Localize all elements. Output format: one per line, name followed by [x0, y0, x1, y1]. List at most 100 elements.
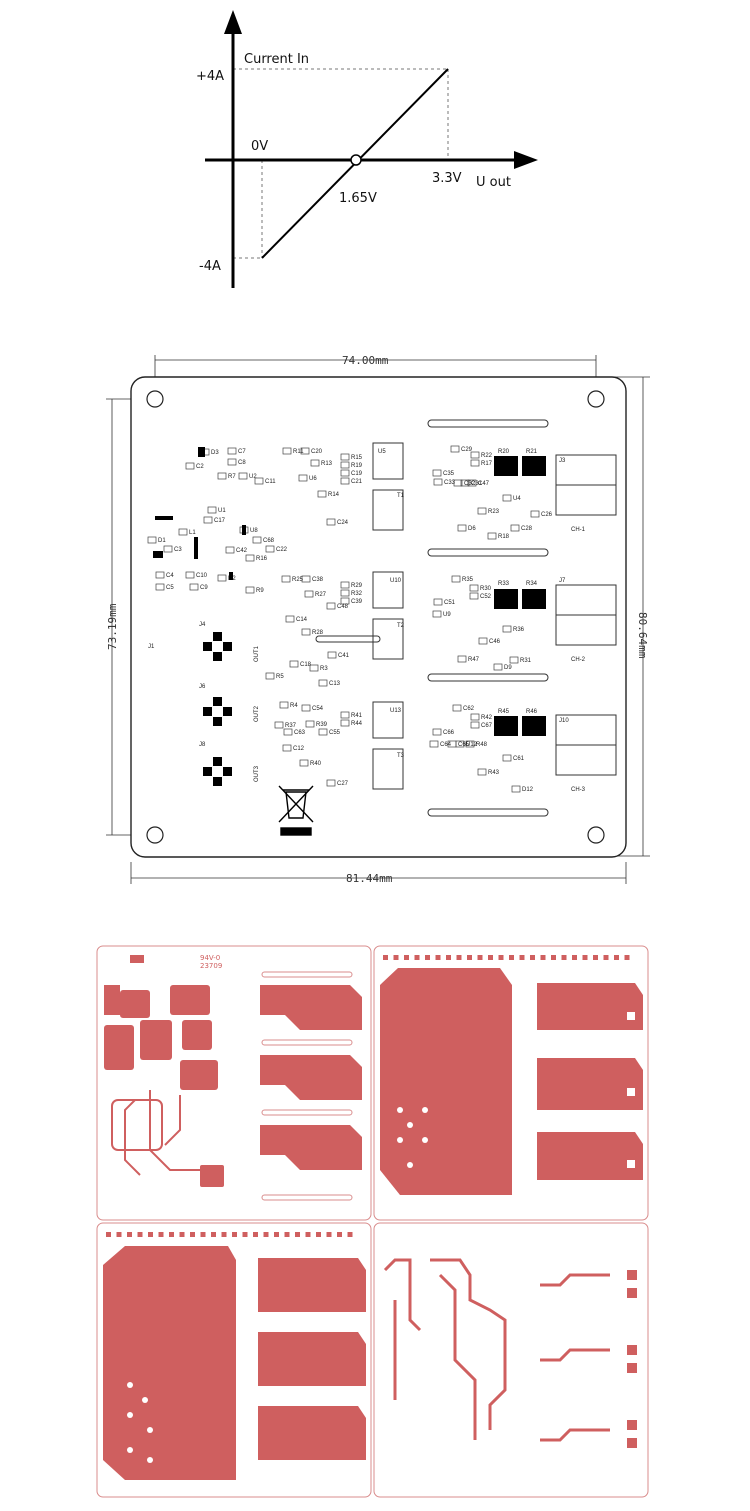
edge-pad	[477, 955, 483, 960]
component-label: C22	[276, 547, 288, 553]
edge-pad	[221, 1232, 227, 1237]
edge-pad	[179, 1232, 185, 1237]
component-label: R3	[320, 666, 328, 672]
component-label: R43	[488, 770, 500, 776]
edge-pad	[326, 1232, 332, 1237]
component-label: C18	[300, 662, 312, 668]
pcb-mark-94v0: 94V-0	[200, 954, 220, 962]
component-footprint	[189, 583, 199, 591]
component-footprint	[340, 477, 350, 485]
connector-j10: J10	[559, 718, 569, 724]
component-label: R40	[310, 761, 322, 767]
edge-pad	[519, 955, 525, 960]
component-footprint	[326, 779, 336, 787]
component-footprint	[225, 546, 235, 554]
component-label: R11	[293, 449, 304, 455]
layer-ground-pour-2	[103, 1246, 366, 1480]
label-u5: U5	[378, 449, 386, 455]
edge-pad	[127, 1232, 132, 1237]
component-footprint	[155, 571, 165, 579]
component-label: D9	[504, 665, 512, 671]
component-label: R27	[315, 592, 327, 598]
component-footprint	[281, 575, 291, 583]
component-label: U12	[466, 742, 478, 748]
edge-pad	[593, 955, 598, 960]
component-footprint	[252, 536, 262, 544]
component-footprint	[433, 598, 443, 606]
component-footprint	[453, 479, 463, 487]
component-footprint	[450, 445, 460, 453]
component-footprint	[282, 447, 292, 455]
component-footprint	[340, 469, 350, 477]
layer-top-slots	[261, 971, 353, 1201]
component-footprint	[340, 711, 350, 719]
component-footprint	[310, 459, 320, 467]
label-minus-4a: -4A	[199, 259, 221, 274]
edge-pad	[383, 955, 388, 960]
component-footprint	[470, 721, 480, 729]
component-footprint	[304, 590, 314, 598]
output-label-3: OUT3	[254, 765, 260, 782]
component-footprint	[493, 663, 503, 671]
component-footprint	[318, 728, 328, 736]
edge-pad	[347, 1232, 353, 1237]
component-label: R44	[351, 721, 363, 727]
component-footprint	[238, 472, 248, 480]
component-footprint	[477, 507, 487, 515]
layer-top-traces: 94V-0 23709	[104, 954, 362, 1187]
edge-pad	[106, 1232, 111, 1237]
component-label: R35	[462, 577, 474, 583]
shunt-pads	[494, 456, 546, 736]
edge-pad	[404, 955, 409, 960]
edge-pad	[614, 955, 619, 960]
component-label: C41	[338, 653, 350, 659]
component-label: R7	[228, 474, 236, 480]
component-label: C35	[443, 471, 455, 477]
layer-bottom-traces	[383, 1258, 610, 1442]
mounting-holes	[146, 390, 605, 844]
component-label: R18	[498, 534, 510, 540]
component-label: C11	[265, 479, 276, 485]
component-footprint	[227, 447, 237, 455]
component-label: R28	[312, 630, 324, 636]
component-footprint	[460, 479, 470, 487]
component-footprint	[487, 532, 497, 540]
component-label: C14	[296, 617, 308, 623]
component-label: R48	[476, 742, 488, 748]
edge-pad	[435, 955, 441, 960]
component-footprint	[452, 704, 462, 712]
component-footprint	[465, 740, 475, 748]
layer-ground-pour-1	[380, 968, 643, 1195]
edge-pad	[253, 1232, 258, 1237]
component-label: R32	[351, 591, 363, 597]
component-label: R36	[513, 627, 525, 633]
output-footprints	[203, 632, 232, 786]
label-t1: T1	[397, 493, 405, 499]
component-footprint	[511, 785, 521, 793]
copper-layers: 94V-0 23709	[96, 945, 649, 1498]
component-label: C32	[464, 481, 476, 487]
component-footprint	[451, 575, 461, 583]
component-label: C2	[196, 464, 204, 470]
channel-label-3: CH-3	[571, 787, 586, 793]
component-label: R4	[290, 703, 298, 709]
label-r34: R34	[526, 581, 538, 587]
component-label: C54	[312, 706, 324, 712]
dim-bottom-width: 81.44mm	[346, 872, 393, 885]
edge-pad	[305, 1232, 311, 1237]
layer-pad-row-top	[383, 955, 630, 960]
component-label: C28	[521, 526, 533, 532]
component-label: C3	[174, 547, 182, 553]
panel-outlines	[96, 945, 649, 1498]
solid-parts	[153, 447, 246, 580]
component-footprint	[245, 586, 255, 594]
component-footprint	[317, 490, 327, 498]
component-label: R9	[256, 588, 264, 594]
transfer-graph: +4A -4A Current In U out 0V 1.65V 3.3V	[196, 10, 538, 288]
dim-left-height: 73.19mm	[106, 603, 119, 650]
component-label: L1	[189, 530, 196, 536]
component-label: C47	[478, 481, 490, 487]
component-label: C21	[351, 479, 363, 485]
component-label: C66	[443, 730, 455, 736]
component-label: C12	[293, 746, 305, 752]
